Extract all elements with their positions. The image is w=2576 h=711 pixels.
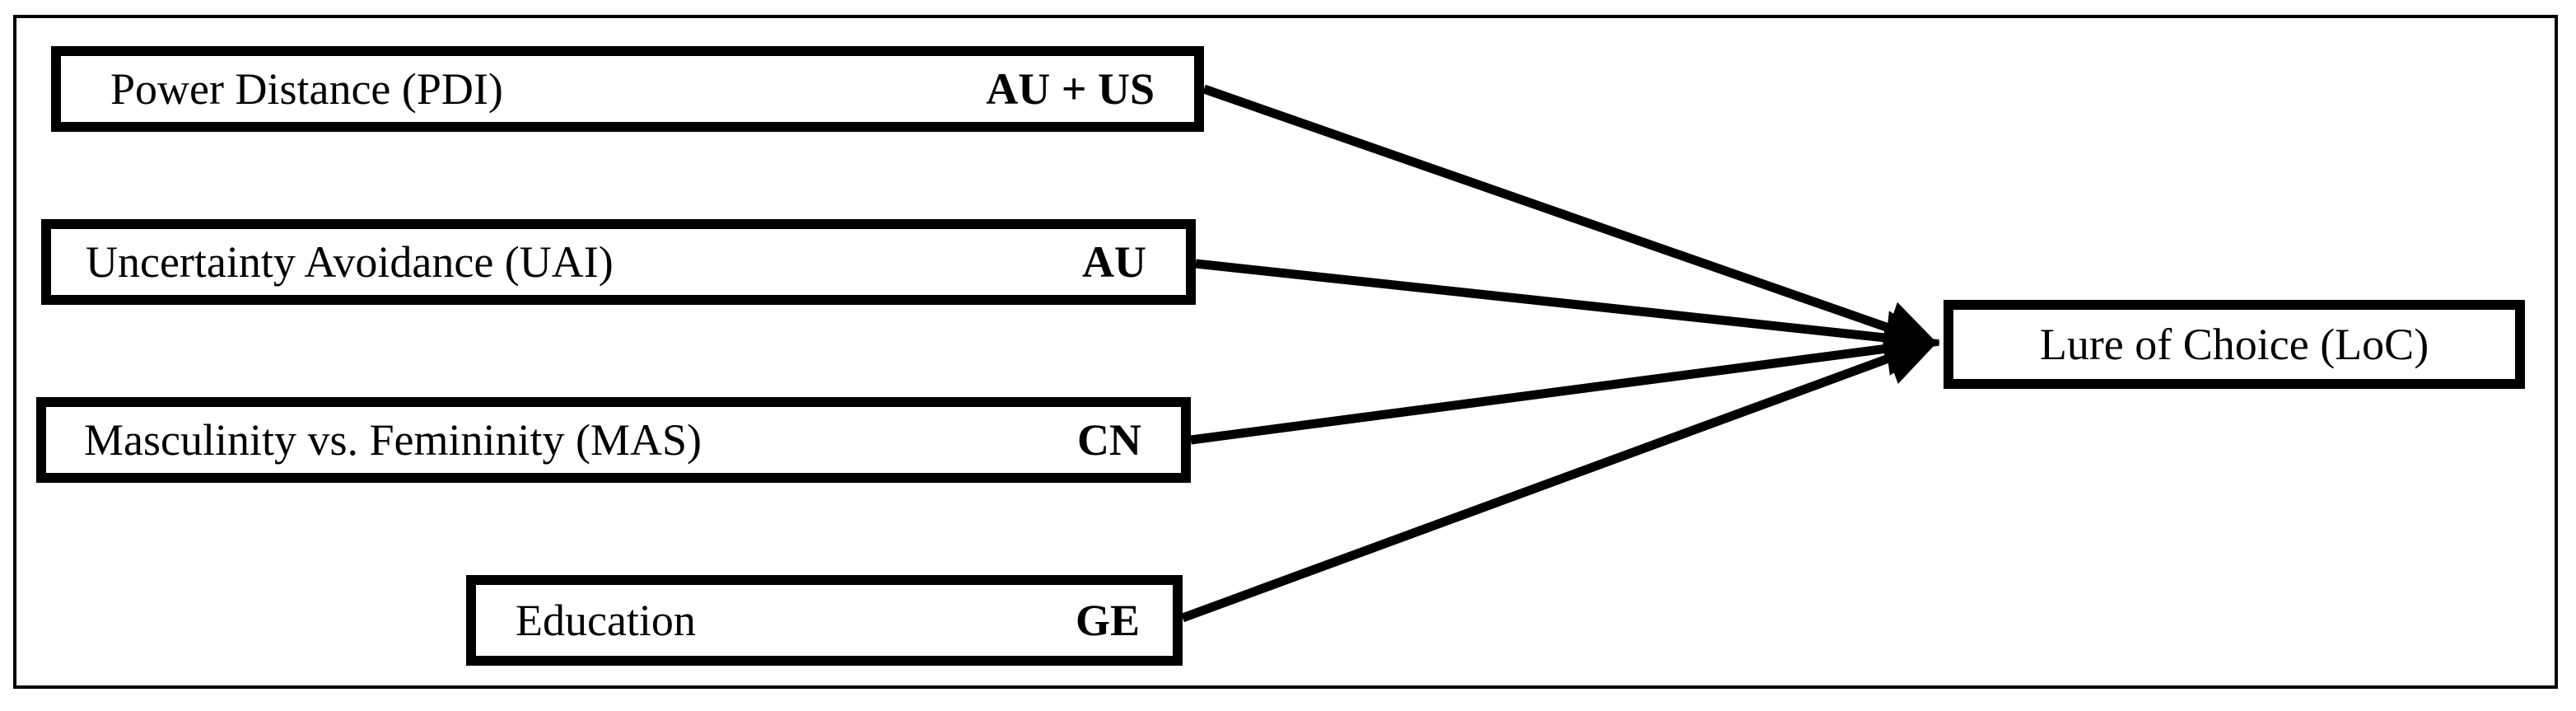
- outcome-label: Lure of Choice (LoC): [2039, 320, 2429, 369]
- factor-box-uncertainty-avoidance: Uncertainty Avoidance (UAI) AU: [41, 219, 1196, 305]
- factor-label: Masculinity vs. Femininity (MAS): [84, 415, 702, 465]
- country-tag: GE: [1075, 596, 1140, 645]
- diagram-frame: [13, 15, 2558, 689]
- outcome-box-lure-of-choice: Lure of Choice (LoC): [1944, 300, 2525, 389]
- edge-mas-to-loc: [1190, 321, 1940, 445]
- country-tag: AU: [1082, 237, 1146, 287]
- edge-edu-to-loc: [1181, 332, 1940, 623]
- edge-uai-to-loc: [1195, 259, 1940, 365]
- factor-label: Uncertainty Avoidance (UAI): [86, 237, 614, 287]
- factor-label: Education: [516, 596, 696, 645]
- country-tag: CN: [1077, 415, 1141, 465]
- factor-box-education: Education GE: [466, 575, 1183, 666]
- country-tag: AU + US: [986, 64, 1155, 114]
- factor-box-masculinity: Masculinity vs. Femininity (MAS) CN: [36, 397, 1191, 483]
- factor-label: Power Distance (PDI): [110, 64, 503, 114]
- edge-pdi-to-loc: [1202, 84, 1940, 354]
- factor-box-power-distance: Power Distance (PDI) AU + US: [51, 46, 1204, 132]
